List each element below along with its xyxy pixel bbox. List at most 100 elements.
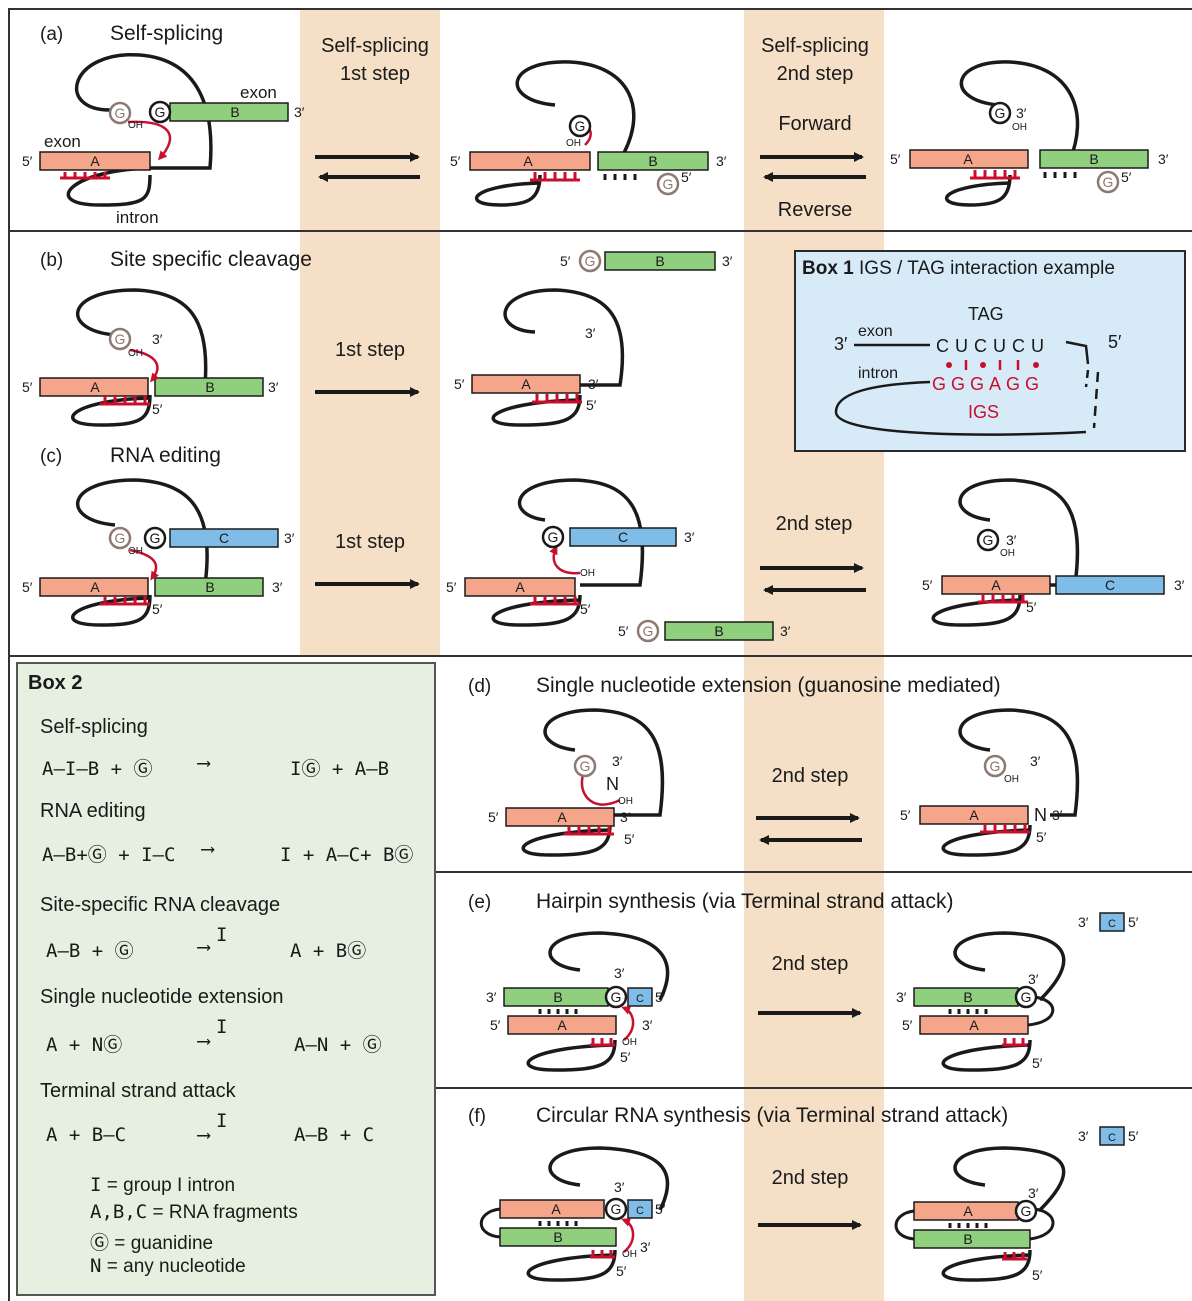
g-omega-a2	[568, 114, 592, 138]
tag-label: TAG	[968, 304, 1004, 324]
oh-label: OH	[580, 568, 595, 579]
g-label: G	[995, 105, 1006, 121]
g-label: G	[115, 331, 126, 347]
fragment-b-label: B	[553, 989, 562, 1005]
intron-loops	[66, 53, 1080, 1282]
three-prime-label: 3′	[716, 153, 727, 169]
g-exogenous-a3	[1096, 170, 1120, 194]
intron-f2	[941, 1146, 1066, 1282]
fragment-b-label: B	[553, 1229, 562, 1245]
panel-b-tag: (b)	[40, 250, 64, 271]
g-omega-f2	[1014, 1199, 1038, 1223]
box2-arrow: ⟶	[198, 1124, 210, 1146]
intron-a2	[475, 60, 636, 207]
exon-b-box-c-free	[664, 621, 774, 641]
five-prime-label: 5′	[152, 401, 163, 417]
frame-left	[8, 8, 10, 1301]
three-prime-label: 3′	[1078, 1128, 1089, 1144]
intron-d1	[521, 708, 665, 857]
oh-label: OH	[128, 348, 143, 359]
three-prime-label: 3′	[1174, 577, 1185, 593]
fragment-c-label: C	[618, 529, 628, 545]
box2-heading: RNA editing	[40, 800, 146, 822]
box2-lhs: A–B + Ⓖ	[46, 940, 134, 962]
nucleotide-n-label: N	[1034, 805, 1047, 825]
three-prime-label: 3′	[896, 989, 907, 1005]
exon-b-box-a3	[1039, 149, 1149, 169]
exon-a-box-c3	[941, 575, 1051, 595]
divider-c-lower	[8, 655, 1192, 657]
box2-lhs: A + NⒼ	[46, 1034, 123, 1056]
box2-rhs: I + A–C+ BⒼ	[280, 844, 414, 866]
box2-heading: Single nucleotide extension	[40, 986, 284, 1008]
fragment-a-label: A	[963, 1203, 973, 1219]
g-exogenous-c1	[108, 526, 132, 550]
three-prime-label: 3′	[272, 579, 283, 595]
box2-arrow: ⟶	[198, 936, 210, 958]
oh-label: OH	[128, 546, 143, 557]
fragment-a-label: A	[523, 153, 533, 169]
box2-rhs: A + BⒼ	[290, 940, 367, 962]
fragment-a-label: A	[969, 807, 979, 823]
exon-a-box-d1	[505, 807, 615, 827]
five-prime-label: 5′	[22, 379, 33, 395]
legend-symbol: Ⓖ	[90, 1232, 110, 1254]
frame-top	[8, 8, 1192, 10]
panel-f-step-label: 2nd step	[771, 1167, 849, 1189]
box2-rhs: A–N + Ⓖ	[294, 1034, 382, 1056]
three-prime-label: 3′	[620, 809, 631, 825]
five-prime-label: 5′	[454, 376, 465, 392]
fragment-a-label: A	[90, 153, 100, 169]
g-label: G	[611, 989, 622, 1005]
circle-loop-f2-left	[894, 1209, 915, 1241]
panel-e-step-label: 2nd step	[771, 953, 849, 975]
oh-label: OH	[128, 120, 143, 131]
box2-rhs: IⒼ + A–B	[290, 758, 390, 780]
exon-a-box-a1	[39, 151, 151, 171]
fragment-b-label: B	[963, 989, 972, 1005]
g-label: G	[115, 105, 126, 121]
intron-e2	[941, 931, 1066, 1072]
g-label: G	[575, 118, 586, 134]
five-prime-label: 5′	[1128, 914, 1139, 930]
g-label: G	[585, 253, 596, 269]
panel-f-tag: (f)	[468, 1106, 486, 1127]
fragment-a-label: A	[90, 379, 100, 395]
panel-a-step1-line1: Self-splicing	[321, 35, 429, 57]
g-exogenous-d2	[983, 754, 1007, 778]
fragment-c-label: C	[636, 993, 644, 1005]
g-exogenous-b-free	[578, 249, 602, 273]
five-prime-label: 5′	[624, 831, 635, 847]
panel-a-step2-line2: 2nd step	[776, 63, 854, 85]
box2-arrow: ⟶	[198, 752, 210, 774]
panel-a-reverse-label: Reverse	[777, 199, 853, 221]
oh-label: OH	[1000, 548, 1015, 559]
box2-heading: Terminal strand attack	[40, 1080, 236, 1102]
exon-boxes	[39, 102, 1165, 1249]
box1-igs-tag: Box 1 IGS / TAG interaction example TAG …	[794, 250, 1186, 452]
three-prime-label: 3′	[486, 989, 497, 1005]
five-prime-label: 5′	[1032, 1267, 1043, 1283]
box2-legend-row: Ⓖ = guanidine	[90, 1228, 213, 1255]
intron-a3	[945, 60, 1080, 207]
oh-label: OH	[618, 796, 633, 807]
panel-c-step1-label: 1st step	[334, 531, 406, 553]
igs-label: IGS	[968, 402, 999, 422]
tag-sequence: CUCUCU	[936, 336, 1050, 356]
fragment-b-label: B	[648, 153, 657, 169]
intron-e1	[526, 931, 670, 1072]
exon-label: exon	[240, 83, 277, 102]
panel-a-step1-line2: 1st step	[339, 63, 411, 85]
three-prime-label: 3′	[1016, 105, 1027, 121]
box2-reactions: Box 2 Self-splicing A–I–B + Ⓖ ⟶ IⒼ + A–B…	[16, 662, 436, 1296]
box2-lhs: A–B+Ⓖ + I–C	[42, 844, 176, 866]
box1-diagram: TAG exon 3′ 5′ intron CUCUCU GGGAGG IGS	[834, 304, 1122, 436]
box2-heading: Site-specific RNA cleavage	[40, 894, 281, 916]
three-prime-label: 3′	[268, 379, 279, 395]
igs-sequence: GGGAGG	[932, 374, 1044, 394]
guanosine-circles	[108, 100, 1120, 1223]
fragment-a-label: A	[521, 376, 531, 392]
fragment-b-label: B	[1089, 151, 1098, 167]
legend-description: RNA fragments	[168, 1202, 298, 1223]
